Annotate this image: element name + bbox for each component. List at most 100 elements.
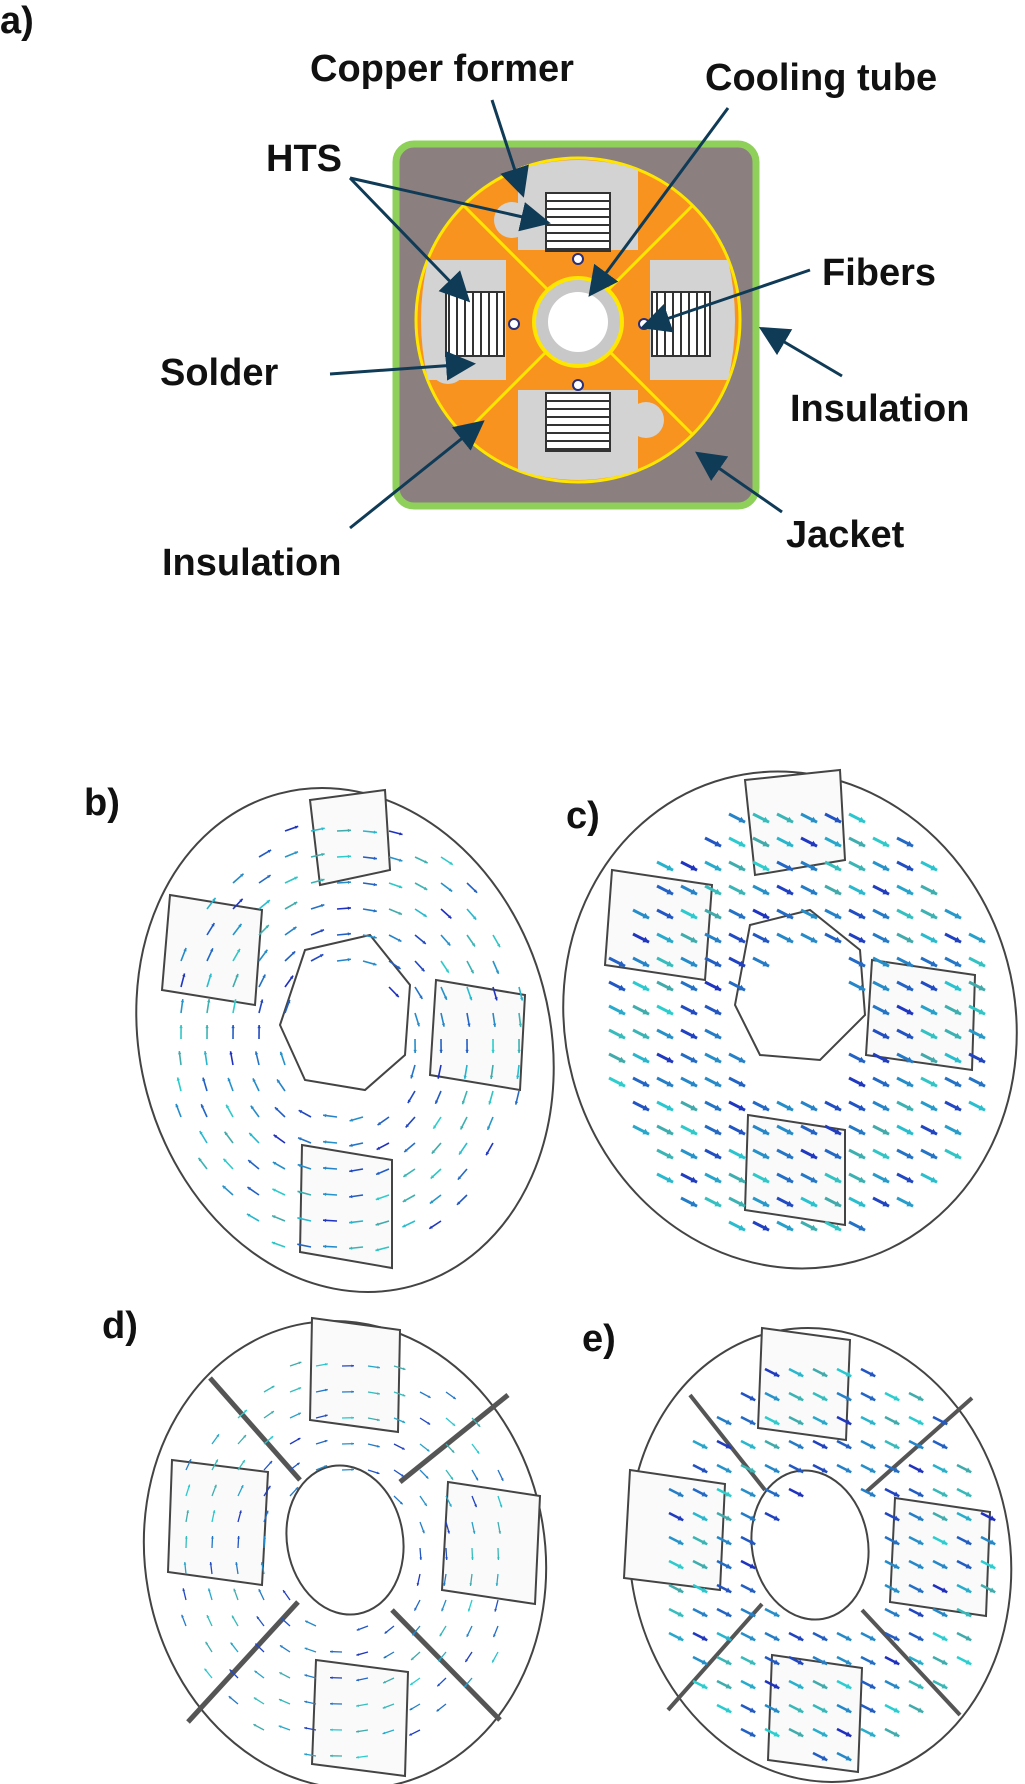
field-vector-arrow-icon: [917, 1539, 924, 1545]
field-vector-arrow-icon: [954, 1008, 962, 1015]
field-vector-arrow-icon: [403, 1173, 407, 1177]
field-vector-arrow-icon: [701, 1587, 708, 1593]
field-vector-arrow-icon: [330, 1702, 333, 1706]
field-vector-arrow-icon: [244, 1409, 247, 1413]
field-vector-arrow-icon: [471, 1557, 474, 1560]
field-vector-arrow-icon: [749, 1491, 756, 1497]
field-vector-arrow-icon: [349, 1246, 353, 1250]
field-vector-arrow-icon: [845, 1635, 852, 1641]
field-vector-arrow-icon: [397, 965, 401, 969]
field-vector-arrow-icon: [701, 1491, 708, 1497]
field-vector-arrow-icon: [398, 884, 403, 889]
field-vector-arrow-icon: [810, 1104, 818, 1111]
field-vector-arrow-icon: [211, 923, 215, 927]
field-vector-arrow-icon: [215, 1459, 218, 1463]
field-vector-arrow-icon: [467, 1608, 471, 1612]
field-vector-arrow-icon: [786, 1104, 794, 1111]
field-vector-arrow-icon: [279, 1672, 283, 1675]
field-vector-arrow-icon: [297, 1190, 301, 1194]
field-vector-arrow-icon: [401, 1474, 404, 1477]
field-plot-d: [142, 1316, 548, 1784]
field-vector-arrow-icon: [254, 1051, 259, 1055]
field-vector-arrow-icon: [762, 816, 770, 823]
field-vector-arrow-icon: [797, 1731, 804, 1737]
field-vector-arrow-icon: [187, 1484, 191, 1488]
field-vector-arrow-icon: [410, 1682, 414, 1685]
field-vector-arrow-icon: [642, 1008, 650, 1015]
field-vector-arrow-icon: [701, 1635, 708, 1641]
field-vector-arrow-icon: [701, 1611, 708, 1617]
field-vector-arrow-icon: [287, 999, 291, 1004]
field-vector-arrow-icon: [821, 1707, 828, 1713]
field-vector-arrow-icon: [246, 1213, 251, 1217]
field-vector-arrow-icon: [882, 1056, 890, 1063]
field-vector-arrow-icon: [182, 973, 186, 977]
field-vector-arrow-icon: [893, 1467, 900, 1473]
field-vector-arrow-icon: [283, 1590, 286, 1594]
field-vector-arrow-icon: [267, 875, 271, 879]
field-vector-arrow-icon: [497, 1557, 500, 1560]
field-vector-arrow-icon: [439, 1633, 443, 1637]
field-vector-arrow-icon: [821, 1371, 828, 1377]
field-vector-arrow-icon: [834, 912, 842, 919]
label-hts: HTS: [266, 138, 342, 180]
field-vector-arrow-icon: [419, 995, 423, 999]
field-vector-arrow-icon: [725, 1611, 732, 1617]
field-vector-arrow-icon: [642, 912, 650, 919]
field-vector-arrow-icon: [351, 1468, 354, 1471]
field-vector-arrow-icon: [323, 1244, 327, 1249]
field-vector-arrow-icon: [470, 969, 474, 974]
field-vector-arrow-icon: [677, 1611, 684, 1617]
field-vector-arrow-icon: [738, 1200, 746, 1207]
field-vector-arrow-icon: [229, 1051, 233, 1055]
field-vector-arrow-icon: [349, 1118, 353, 1122]
field-vector-arrow-icon: [441, 1023, 446, 1027]
field-vector-arrow-icon: [398, 911, 402, 915]
field-vector-arrow-icon: [230, 1642, 234, 1646]
field-vector-arrow-icon: [239, 1510, 242, 1514]
field-vector-arrow-icon: [773, 1443, 780, 1449]
field-vector-arrow-icon: [492, 1659, 495, 1663]
field-vector-arrow-icon: [845, 1371, 852, 1377]
field-vector-arrow-icon: [210, 948, 214, 952]
field-vector-arrow-icon: [401, 1447, 405, 1450]
field-vector-arrow-icon: [409, 1707, 413, 1711]
field-vector-arrow-icon: [917, 1611, 924, 1617]
field-vector-arrow-icon: [725, 1467, 732, 1473]
field-vector-arrow-icon: [460, 1125, 464, 1130]
field-vector-arrow-icon: [449, 861, 453, 865]
field-vector-arrow-icon: [447, 915, 452, 919]
field-vector-arrow-icon: [445, 1557, 448, 1560]
field-vector-arrow-icon: [893, 1707, 900, 1713]
panel-label-a: a): [0, 0, 34, 42]
field-vector-arrow-icon: [294, 876, 298, 880]
field-vector-arrow-icon: [786, 864, 794, 871]
field-vector-arrow-icon: [893, 1491, 900, 1497]
field-vector-arrow-icon: [323, 1140, 327, 1144]
field-vector-arrow-icon: [738, 1104, 746, 1111]
field-vector-arrow-icon: [666, 864, 674, 871]
field-vector-arrow-icon: [690, 1080, 698, 1087]
field-vector-arrow-icon: [930, 864, 938, 871]
field-vector-arrow-icon: [226, 1104, 230, 1109]
field-vector-arrow-icon: [893, 1563, 900, 1569]
field-vector-arrow-icon: [738, 1224, 746, 1231]
field-vector-arrow-icon: [917, 1707, 924, 1713]
field-vector-arrow-icon: [738, 864, 746, 871]
field-vector-arrow-icon: [797, 1683, 804, 1689]
field-vector-arrow-icon: [701, 1563, 708, 1569]
field-vector-arrow-icon: [690, 864, 698, 871]
field-vector-arrow-icon: [858, 960, 866, 967]
field-vector-arrow-icon: [518, 1023, 523, 1027]
field-vector-arrow-icon: [423, 913, 427, 917]
field-vector-arrow-icon: [404, 1148, 408, 1153]
field-vector-arrow-icon: [834, 864, 842, 871]
field-vector-arrow-icon: [296, 1462, 300, 1466]
field-vector-arrow-icon: [738, 1152, 746, 1159]
field-vector-arrow-icon: [725, 1683, 732, 1689]
field-vector-arrow-icon: [893, 1539, 900, 1545]
field-vector-arrow-icon: [642, 1032, 650, 1039]
field-vector-arrow-icon: [463, 1075, 467, 1079]
field-vector-arrow-icon: [773, 1419, 780, 1425]
